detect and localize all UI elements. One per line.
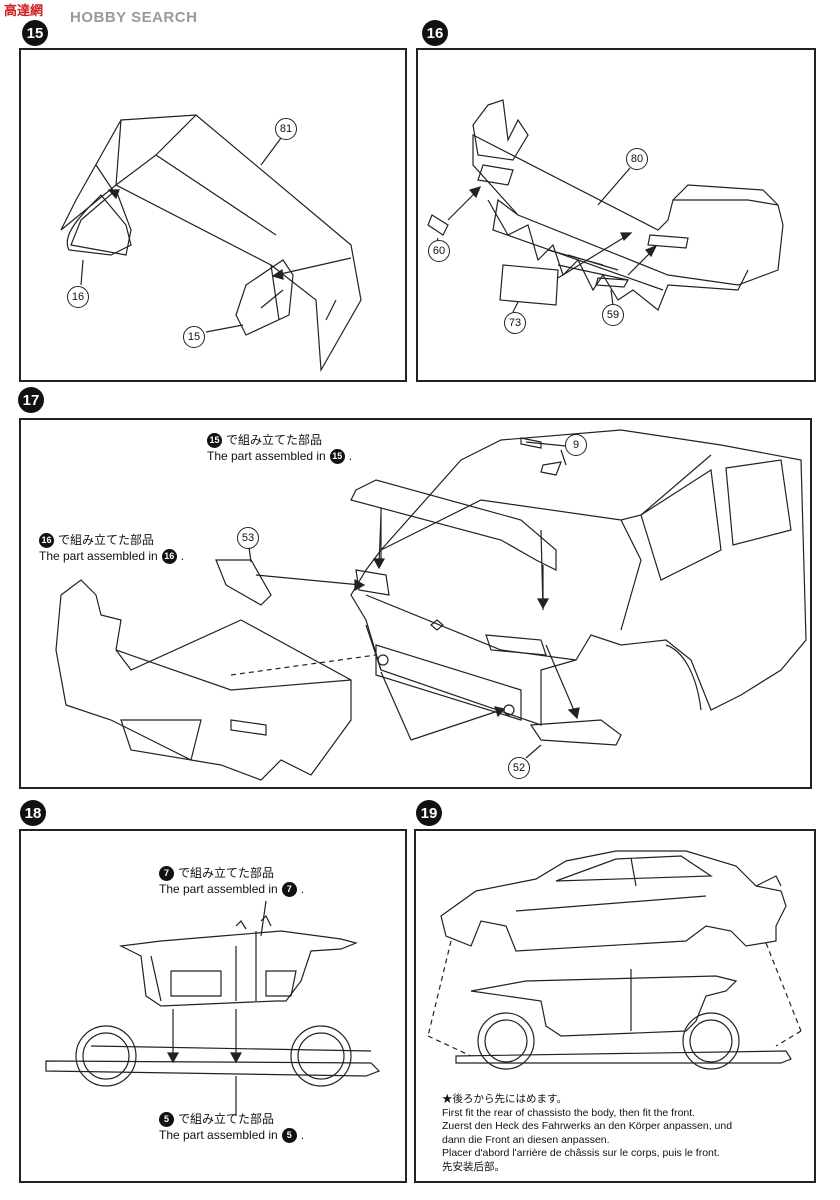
note-en-suffix: . <box>348 449 353 463</box>
note-jp: で組み立てた部品 <box>58 533 155 547</box>
callout-81: 81 <box>275 118 297 140</box>
note-en: The part assembled in <box>207 449 326 463</box>
note-jp: で組み立てた部品 <box>178 866 275 880</box>
instruction-zh: 先安装后部。 <box>442 1160 505 1173</box>
note-en-suffix: . <box>300 1128 305 1142</box>
callout-9: 9 <box>565 434 587 456</box>
note-en: The part assembled in <box>159 882 278 896</box>
note-en: The part assembled in <box>39 549 158 563</box>
step-badge-18: 18 <box>20 800 46 826</box>
callout-60: 60 <box>428 240 450 262</box>
fitting-instructions: ★後ろから先にはめます。 First fit the rear of chass… <box>442 1093 732 1174</box>
step-19-panel: ★後ろから先にはめます。 First fit the rear of chass… <box>414 829 816 1183</box>
step-15-panel: 81 16 15 <box>19 48 407 382</box>
step-badge-17: 17 <box>18 387 44 413</box>
callout-52: 52 <box>508 757 530 779</box>
body-chassis-fitting-diagram <box>427 850 802 1070</box>
instruction-de-2: dann die Front an diesen anpassen. <box>442 1133 610 1146</box>
ref-badge: 16 <box>161 548 177 564</box>
chassis-interior-diagram <box>45 900 381 1116</box>
note-en-suffix: . <box>180 549 185 563</box>
ref-badge: 7 <box>159 865 174 881</box>
instruction-fr: Placer d'abord l'arrière de châssis sur … <box>442 1147 720 1159</box>
instruction-de-1: Zuerst den Heck des Fahrwerks an den Kör… <box>442 1120 733 1132</box>
callout-59: 59 <box>602 304 624 326</box>
callout-80: 80 <box>626 148 648 170</box>
step-badge-15: 15 <box>22 20 48 46</box>
ref-badge: 7 <box>281 881 297 897</box>
step-17-panel: 9 53 52 15 で組み立てた部品 The part assembled in… <box>19 418 812 789</box>
callout-16: 16 <box>67 286 89 308</box>
step-16-panel: 80 60 73 59 <box>416 48 816 382</box>
note-jp: で組み立てた部品 <box>178 1112 275 1126</box>
ref-badge: 15 <box>207 432 222 448</box>
watermark-text: HOBBY SEARCH <box>70 8 198 26</box>
note-jp: で組み立てた部品 <box>226 433 323 447</box>
callout-15: 15 <box>183 326 205 348</box>
ref-badge: 5 <box>159 1111 174 1127</box>
body-rear-assembly-diagram <box>55 429 807 781</box>
watermark: 高達網 HOBBY SEARCH <box>4 4 197 30</box>
callout-73: 73 <box>504 312 526 334</box>
instruction-jp: ★後ろから先にはめます。 <box>442 1093 567 1105</box>
rear-bumper-diagram <box>427 99 784 313</box>
note-en: The part assembled in <box>159 1128 278 1142</box>
step-badge-16: 16 <box>422 20 448 46</box>
ref-badge: 15 <box>329 448 345 464</box>
instruction-en: First fit the rear of chassisto the body… <box>442 1106 696 1119</box>
step-badge-19: 19 <box>416 800 442 826</box>
watermark-logo: 高達網 <box>4 3 44 18</box>
note-en-suffix: . <box>300 882 305 896</box>
ref-badge: 5 <box>281 1127 297 1143</box>
callout-53: 53 <box>237 527 259 549</box>
ref-badge: 16 <box>39 532 54 548</box>
rear-wing-diagram <box>60 114 362 373</box>
